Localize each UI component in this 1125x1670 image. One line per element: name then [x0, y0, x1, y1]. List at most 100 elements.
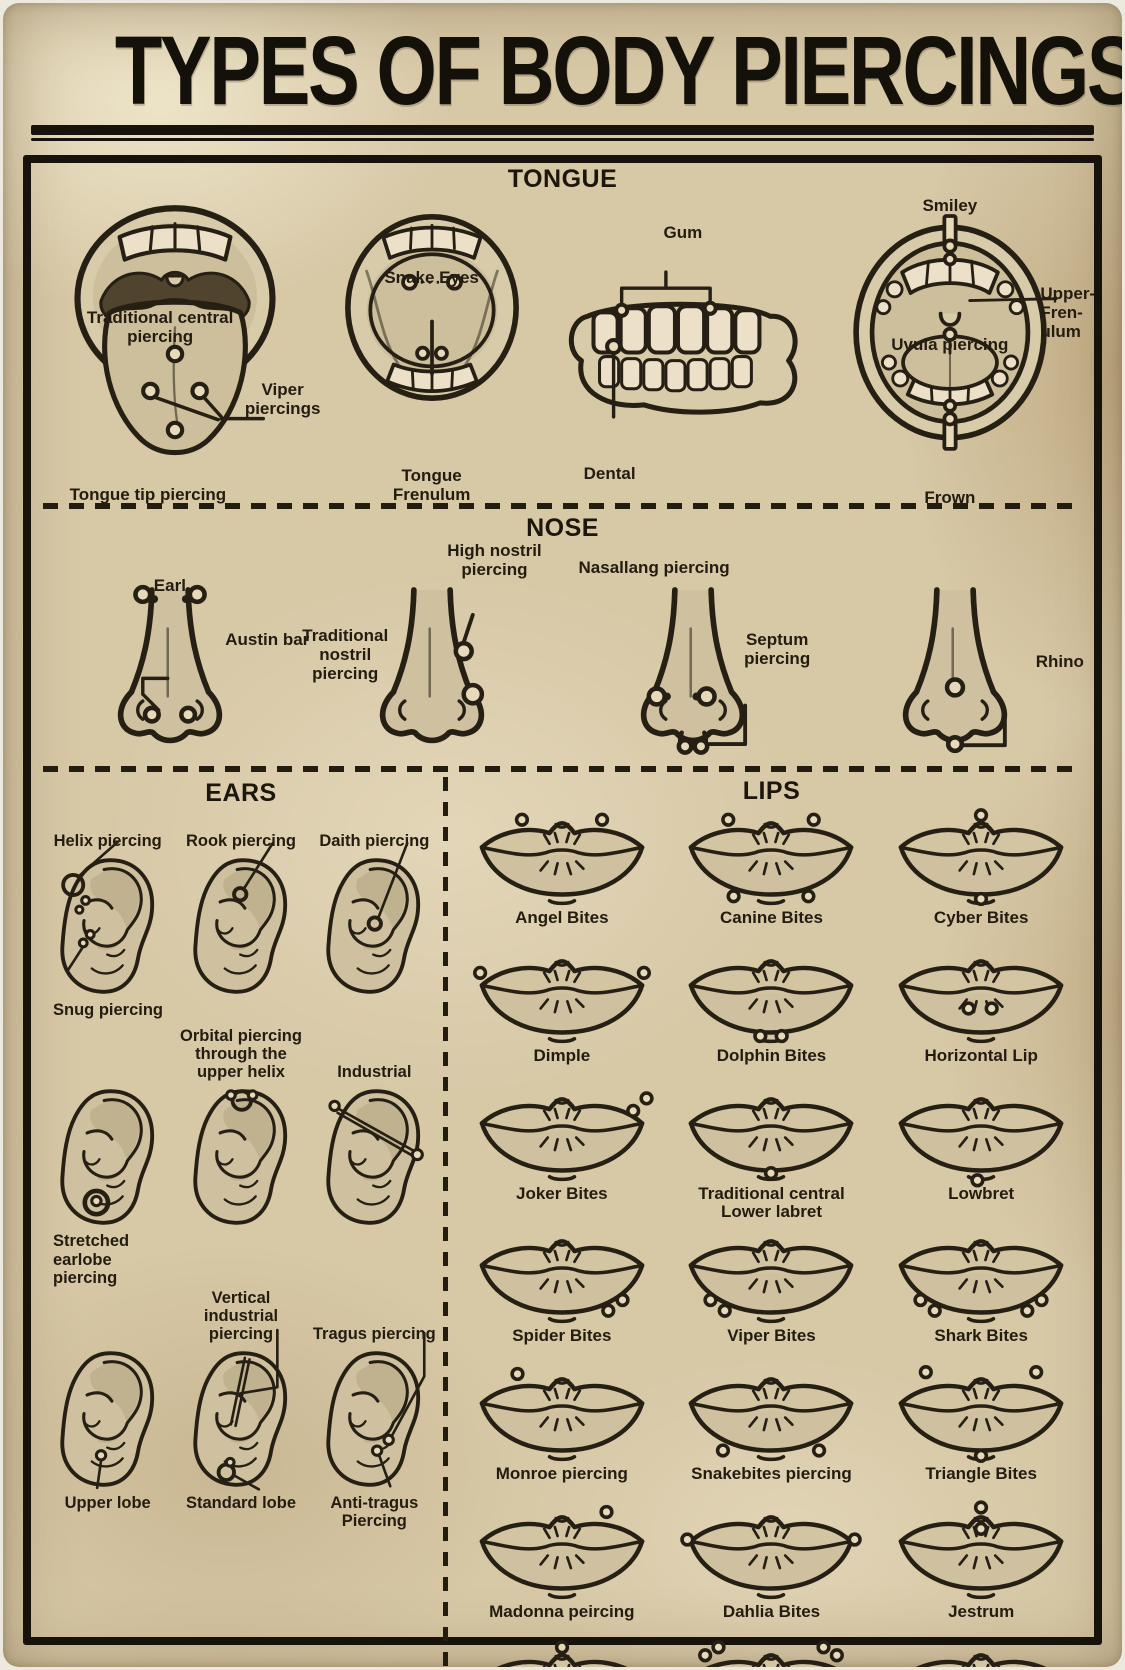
- septum-piercing-label: Septum piercing: [744, 630, 811, 669]
- mouth-tongue-out-figure: Traditional central piercing Viper pierc…: [39, 196, 320, 504]
- lips-illustration: [667, 1364, 877, 1464]
- title-underline: [31, 125, 1094, 141]
- teeth-figure: Gum Dental: [552, 196, 814, 498]
- ear-row: [41, 1081, 441, 1232]
- lip-figure: Lowbret: [876, 1082, 1086, 1222]
- snake-eyes-label: Snake Eyes: [384, 268, 479, 288]
- ear-figure: [41, 840, 174, 1001]
- lip-figure: Joker Bites: [457, 1082, 667, 1222]
- lips-illustration: [667, 1084, 877, 1184]
- traditional-central-piercing-label: Traditional central piercing: [86, 307, 234, 346]
- tragus-piercing-label: Tragus piercing: [312, 1325, 436, 1344]
- lip-label: Monroe piercing: [495, 1463, 628, 1483]
- lip-label: Joker Bites: [515, 1184, 608, 1203]
- divider-tongue-nose: [43, 503, 1082, 509]
- lips-illustration: [667, 1226, 877, 1326]
- lip-label: Angel Bites: [515, 908, 609, 927]
- austin-bar-label: Austin bar: [225, 630, 310, 650]
- ears-section: EARS Helix piercing Rook piercing Daith …: [39, 777, 441, 1667]
- nose-nostril-figure: High nostril piercing Traditional nostri…: [301, 541, 563, 761]
- lips-illustration: [457, 1639, 667, 1667]
- frown-label: Frown: [924, 488, 976, 508]
- ear-figure: [308, 1081, 441, 1232]
- ear-row: [41, 840, 441, 1001]
- lip-label: Snakebites piercing: [691, 1463, 852, 1483]
- lips-illustration: [876, 1640, 1086, 1667]
- mouth-wide-open-figure: Smiley Upper-Fren-ulum Uvula piercing Fr…: [814, 196, 1095, 507]
- lip-label: Spider Bites: [512, 1325, 612, 1345]
- nose-illustration: [39, 583, 301, 759]
- ear-figure: [308, 1332, 441, 1494]
- ear-row: [41, 1328, 441, 1494]
- lip-label: Traditional central Lower labret: [698, 1184, 845, 1222]
- content-frame: TONGUE: [23, 155, 1102, 1667]
- lip-label: Dimple: [533, 1046, 591, 1065]
- stretched-earlobe-piercing-label: Stretched earlobe piercing: [53, 1232, 130, 1287]
- lip-label: Canine Bites: [720, 908, 823, 927]
- lips-illustration: [876, 1364, 1086, 1464]
- lips-section: LIPS Angel Bites Canine Bites Cyber Bite…: [441, 777, 1086, 1667]
- mouth-snake-eyes-figure: Snake Eyes Tongue Frenulum: [311, 196, 552, 504]
- lips-illustration: [457, 1364, 667, 1464]
- lips-illustration: [457, 808, 667, 908]
- traditional-nostril-piercing-label: Traditional nostril piercing: [302, 625, 389, 683]
- lip-figure: Dolphin Bites: [667, 944, 877, 1080]
- lip-figure: Traditional central Lower labret: [667, 1082, 877, 1222]
- industrial-label: Industrial: [337, 1063, 412, 1082]
- viper-piercings-label: Viper piercings: [244, 380, 321, 419]
- nose-section-header: NOSE: [526, 514, 599, 542]
- lips-illustration: [876, 946, 1086, 1046]
- lip-figure: Horizontal Lip: [876, 944, 1086, 1080]
- lip-figure: Jestrum: [876, 1500, 1086, 1636]
- dental-label: Dental: [583, 463, 636, 483]
- lip-figure: Vertical Labret: [876, 1638, 1086, 1667]
- lips-illustration: [457, 946, 667, 1046]
- uvula-piercing-label: Uvula piercing: [891, 334, 1009, 354]
- nose-earl-austin-figure: Earl Austin bar: [39, 543, 309, 761]
- lip-figure: T-Rex Bites: [667, 1638, 877, 1667]
- lip-label: Jestrum: [948, 1601, 1015, 1621]
- lip-figure: Triangle Bites: [876, 1362, 1086, 1498]
- nose-nasallang-septum-figure: Nasallang piercing Septum piercing: [563, 543, 825, 761]
- teeth-illustration: [568, 270, 798, 419]
- rhino-label: Rhino: [1035, 652, 1084, 671]
- nose-illustration: [301, 583, 563, 759]
- smiley-label: Smiley: [922, 196, 978, 215]
- ear-figure: [41, 1343, 174, 1494]
- lip-figure: Angel Bites: [457, 806, 667, 942]
- lip-figure: Canine Bites: [667, 806, 877, 942]
- ear-figure: [174, 1081, 307, 1232]
- lip-figure: Snakebites piercing: [667, 1362, 877, 1498]
- mouth-wide-open-illustration: [853, 214, 1058, 451]
- lips-illustration: [457, 1502, 667, 1602]
- tongue-section-header: TONGUE: [507, 165, 618, 193]
- rook-piercing-label: Rook piercing: [185, 831, 296, 850]
- helix-piercing-label: Helix piercing: [53, 831, 162, 850]
- tongue-tip-piercing-label: Tongue tip piercing: [69, 485, 227, 504]
- vertical-industrial-piercing-label: Vertical industrial piercing: [203, 1288, 279, 1344]
- tongue-section: Traditional central piercing Viper pierc…: [39, 196, 1095, 507]
- poster: TYPES OF BODY PIERCINGS TONGUE: [3, 3, 1122, 1667]
- lips-illustration: [667, 1502, 877, 1602]
- lip-label: Madonna peircing: [489, 1601, 635, 1621]
- lip-label: Dahlia Bites: [722, 1601, 821, 1621]
- ear-row3-sublabels: Upper lobe Standard lobe Anti-tragus Pie…: [41, 1494, 441, 1530]
- lips-illustration: [876, 1084, 1086, 1188]
- standard-lobe-label: Standard lobe: [185, 1494, 296, 1513]
- lip-figure: Spider Bites: [457, 1224, 667, 1360]
- ear-row1-sublabels: Snug piercing: [41, 1001, 441, 1025]
- lips-illustration: [667, 808, 877, 908]
- lip-figure: Cyber Bites: [876, 806, 1086, 942]
- lips-illustration: [457, 1084, 667, 1184]
- lip-figure: Medusa: [457, 1638, 667, 1667]
- snug-piercing-label: Snug piercing: [53, 1001, 164, 1019]
- nose-illustration: [824, 583, 1086, 759]
- lip-figure: Viper Bites: [667, 1224, 877, 1360]
- lip-label: Shark Bites: [934, 1325, 1028, 1345]
- daith-piercing-label: Daith piercing: [319, 831, 430, 850]
- ears-section-header: EARS: [205, 779, 277, 807]
- mouth-snake-eyes-illustration: [344, 214, 519, 401]
- lips-section-header: LIPS: [742, 777, 801, 805]
- lip-figure: Madonna peircing: [457, 1500, 667, 1636]
- gum-label: Gum: [663, 223, 703, 243]
